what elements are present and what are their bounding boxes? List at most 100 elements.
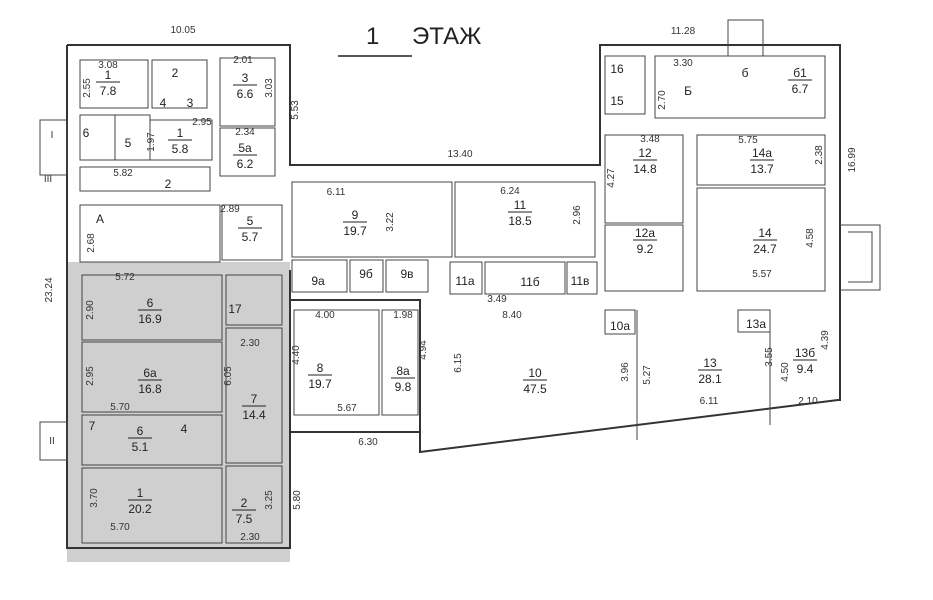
room-number: б1 [793,66,807,80]
dimension-label: 16.99 [847,147,858,172]
room-number: 14а [752,146,772,160]
room-area: 9.8 [395,380,412,394]
room-number: 2 [165,177,172,191]
dimension-label: 2.38 [814,145,825,165]
room-number: 13а [746,317,766,331]
dimension-label: 13.40 [447,149,472,160]
room-number: 17 [228,302,242,316]
room-number: 5а [238,141,252,155]
dimension-label: 2.95 [192,117,212,128]
dimension-label: 3.96 [620,362,631,382]
dimension-label: 6.11 [327,187,346,198]
room-area: 16.8 [138,382,162,396]
room-number: 7 [251,392,258,406]
dimension-label: 4.27 [606,168,617,188]
room-area: 9.2 [637,242,654,256]
room-area: 14.8 [633,162,657,176]
room-number: 8а [396,364,410,378]
room-area: 6.6 [237,87,254,101]
dimension-label: 3.49 [487,294,507,305]
room-number: 6а [143,366,157,380]
room-number: 1 [105,68,112,82]
dimension-label: 10.05 [170,25,195,36]
room-number: Б [684,84,692,98]
dimension-label: 3.70 [89,488,100,508]
room-number: 12 [638,146,652,160]
room-number: 7 [89,419,96,433]
dimension-label: 2.30 [240,532,260,543]
dimension-label: 1.98 [393,310,413,321]
room-number: 5 [247,214,254,228]
dimension-label: 4.58 [805,228,816,248]
dimension-label: 6.05 [223,366,234,386]
room-number: 5 [125,136,132,150]
dimension-label: 6.24 [500,186,520,197]
dimension-label: 4.00 [315,310,335,321]
entrance-label: I [51,130,54,141]
room-number: 6 [83,126,90,140]
room-area: 5.8 [172,142,189,156]
dimension-label: 3.08 [98,60,118,71]
dimension-label: 2.30 [240,338,260,349]
room-area: 7.8 [100,84,117,98]
dimension-label: 6.30 [358,437,378,448]
room-area: 14.4 [242,408,266,422]
room-area: 5.7 [242,230,259,244]
room-area: 13.7 [750,162,774,176]
dimension-label: 2.68 [86,233,97,253]
dimension-label: 2.70 [657,90,668,110]
room-number: 11в [571,274,590,288]
dimension-label: 5.70 [110,522,130,533]
room-number: 13б [795,346,815,360]
room-number: 10а [610,319,630,333]
entrance-label: II [49,436,55,447]
room-number: 11 [514,198,527,212]
room-area: 19.7 [308,377,332,391]
room-number: 1 [177,126,184,140]
room-area: 6.2 [237,157,254,171]
dimension-label: 3.55 [764,347,775,367]
room-area: 24.7 [753,242,777,256]
dimension-label: 5.53 [290,100,301,120]
dimension-label: 3.48 [640,134,660,145]
floor-number: 1 [366,23,379,50]
entrance-label: III [44,174,52,185]
dimension-label: 4.40 [291,345,302,365]
walls [39,19,881,549]
title: 1 ЭТАЖ [338,23,481,57]
room-number: 13 [703,356,717,370]
room-area: 19.7 [343,224,367,238]
room-number: 2 [241,496,248,510]
room-number: 8 [317,361,324,375]
room-number: 11б [520,275,539,289]
dimension-label: 2.10 [798,396,818,407]
dimension-label: 2.01 [233,55,253,66]
room-number: б [742,66,749,80]
room-area: 47.5 [523,382,547,396]
room-number: 9б [359,267,373,281]
dimension-label: 6.11 [700,396,719,407]
room-number: 1 [137,486,144,500]
room-area: 6.7 [792,82,809,96]
room-number: 9в [400,267,413,281]
dimension-label: 5.70 [110,402,130,413]
room-number: 3 [187,96,194,110]
room-number: 12а [635,226,655,240]
dimension-label: 11.28 [671,26,696,37]
dimension-label: 2.89 [220,204,240,215]
room-area: 18.5 [508,214,532,228]
dimension-label: 4.50 [780,362,791,382]
room-area: 16.9 [138,312,162,326]
dimension-label: 2.34 [235,127,255,138]
dimension-label: 3.30 [673,58,693,69]
dimension-label: 5.67 [337,403,357,414]
room-number: 4 [181,422,188,436]
dimension-label: 5.75 [738,135,758,146]
dimension-label: 5.27 [642,365,653,385]
dimension-label: 3.25 [264,490,275,510]
room-number: 9а [311,274,325,288]
